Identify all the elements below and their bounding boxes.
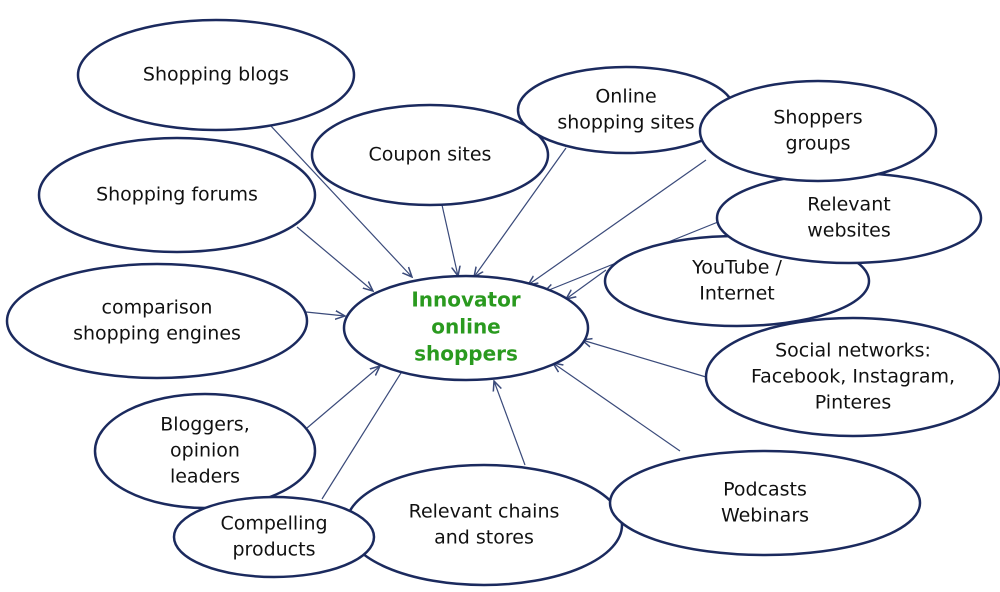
- node-bloggers: Bloggers, opinion leaders: [93, 392, 317, 510]
- node-online-shopping-sites-label-line: Online: [595, 86, 656, 108]
- node-center-ellipse: [342, 274, 590, 382]
- node-youtube-label-line: YouTube /: [691, 257, 782, 279]
- node-coupon-sites: Coupon sites: [310, 103, 550, 207]
- node-relevant-chains-label-line: and stores: [434, 527, 534, 549]
- arrow-relevant-chains-to-center: [494, 381, 526, 466]
- node-center-label-line: shoppers: [414, 342, 518, 366]
- arrow-podcasts-to-center: [553, 363, 681, 452]
- node-shoppers-groups-label-line: groups: [785, 133, 850, 155]
- node-comparison-engines: comparison shopping engines: [5, 262, 309, 380]
- node-comparison-engines-label-line: shopping engines: [73, 323, 241, 345]
- node-shopping-forums-ellipse: [37, 136, 317, 254]
- node-podcasts-label-line: Webinars: [721, 505, 809, 527]
- node-social-networks-ellipse: [704, 316, 1000, 438]
- node-relevant-websites-ellipse: [715, 171, 983, 265]
- arrow-online-shopping-sites-to-center: [474, 147, 567, 277]
- node-bloggers-label-line: Bloggers,: [160, 414, 250, 436]
- arrow-bloggers-to-center: [306, 366, 380, 429]
- node-relevant-websites-label-line: websites: [807, 220, 891, 242]
- arrow-social-networks-to-center: [582, 340, 707, 378]
- node-online-shopping-sites-label-line: shopping sites: [557, 112, 694, 134]
- arrow-shoppers-groups-to-center: [528, 159, 707, 285]
- node-shopping-blogs-label-line: Shopping blogs: [143, 64, 289, 86]
- node-shoppers-groups: Shoppers groups: [698, 79, 938, 183]
- arrow-comparison-engines-to-center: [305, 312, 345, 316]
- node-social-networks-label-line: Facebook, Instagram,: [751, 366, 955, 388]
- node-compelling-products-label-line: products: [233, 539, 316, 561]
- node-center-label-line: Innovator: [411, 288, 520, 312]
- arrow-compelling-products-to-center: [321, 349, 416, 500]
- node-social-networks-label-line: Pinteres: [815, 392, 891, 414]
- node-podcasts-label-line: Podcasts: [723, 479, 807, 501]
- node-coupon-sites-ellipse: [310, 103, 550, 207]
- node-compelling-products-ellipse: [172, 495, 376, 579]
- node-shopping-blogs: Shopping blogs: [76, 18, 356, 132]
- node-coupon-sites-label-line: Coupon sites: [369, 144, 492, 166]
- arrow-shopping-blogs-to-center: [269, 124, 412, 277]
- node-shopping-forums-label-line: Shopping forums: [96, 184, 258, 206]
- node-shopping-blogs-ellipse: [76, 18, 356, 132]
- node-shopping-forums: Shopping forums: [37, 136, 317, 254]
- node-online-shopping-sites: Online shopping sites: [516, 65, 736, 155]
- node-comparison-engines-label-line: comparison: [102, 297, 213, 319]
- arrows-layer: [269, 124, 719, 500]
- node-bloggers-label-line: leaders: [170, 466, 240, 488]
- node-compelling-products: Compelling products: [172, 495, 376, 579]
- node-social-networks-label-line: Social networks:: [775, 340, 931, 362]
- node-social-networks: Social networks: Facebook, Instagram, Pint…: [704, 316, 1000, 438]
- arrow-youtube-to-center: [566, 269, 607, 299]
- node-relevant-chains-ellipse: [344, 463, 624, 587]
- node-bloggers-label-line: opinion: [170, 440, 240, 462]
- node-center: Innovator online shoppers: [342, 274, 590, 382]
- node-compelling-products-label-line: Compelling: [220, 513, 327, 535]
- node-shoppers-groups-ellipse: [698, 79, 938, 183]
- arrow-coupon-sites-to-center: [441, 204, 458, 276]
- node-relevant-websites-label-line: Relevant: [807, 194, 890, 216]
- node-relevant-websites: Relevant websites: [715, 171, 983, 265]
- node-relevant-chains: Relevant chains and stores: [344, 463, 624, 587]
- node-comparison-engines-ellipse: [5, 262, 309, 380]
- arrow-shopping-forums-to-center: [296, 226, 373, 291]
- node-relevant-chains-label-line: Relevant chains: [409, 501, 560, 523]
- node-shoppers-groups-label-line: Shoppers: [773, 107, 862, 129]
- node-youtube-label-line: Internet: [699, 283, 774, 305]
- node-center-label-line: online: [431, 315, 501, 339]
- node-podcasts-ellipse: [608, 449, 922, 557]
